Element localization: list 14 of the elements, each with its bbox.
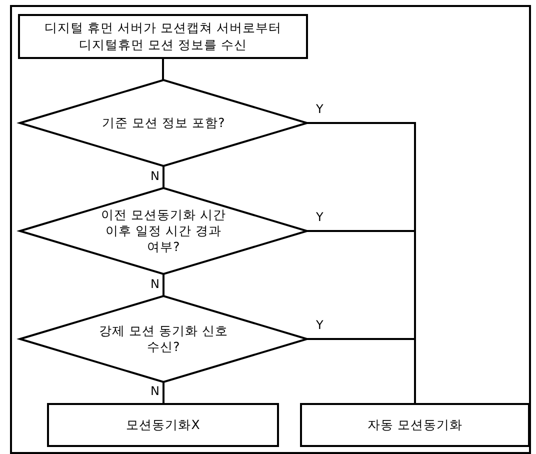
connector-line — [162, 166, 164, 188]
connector-line — [162, 59, 164, 80]
process-box — [47, 403, 279, 447]
process-box — [300, 403, 530, 447]
step-text: 디지털 휴먼 서버가 모션캡쳐 서버로부터 디지털휴먼 모션 정보를 수신 — [44, 20, 282, 53]
decision-text: 기준 모션 정보 포함? — [102, 114, 225, 132]
step-text: 모션동기화X — [126, 416, 200, 434]
connector-line — [162, 274, 164, 296]
step-text: 자동 모션동기화 — [368, 416, 462, 434]
connector-line — [307, 338, 416, 403]
decision-text: 이전 모션동기화 시간 이후 일정 시간 경과 여부? — [100, 206, 227, 256]
decision-text: 강제 모션 동기화 신호 수신? — [98, 322, 229, 356]
process-box — [18, 14, 308, 59]
connector-line — [162, 382, 164, 403]
